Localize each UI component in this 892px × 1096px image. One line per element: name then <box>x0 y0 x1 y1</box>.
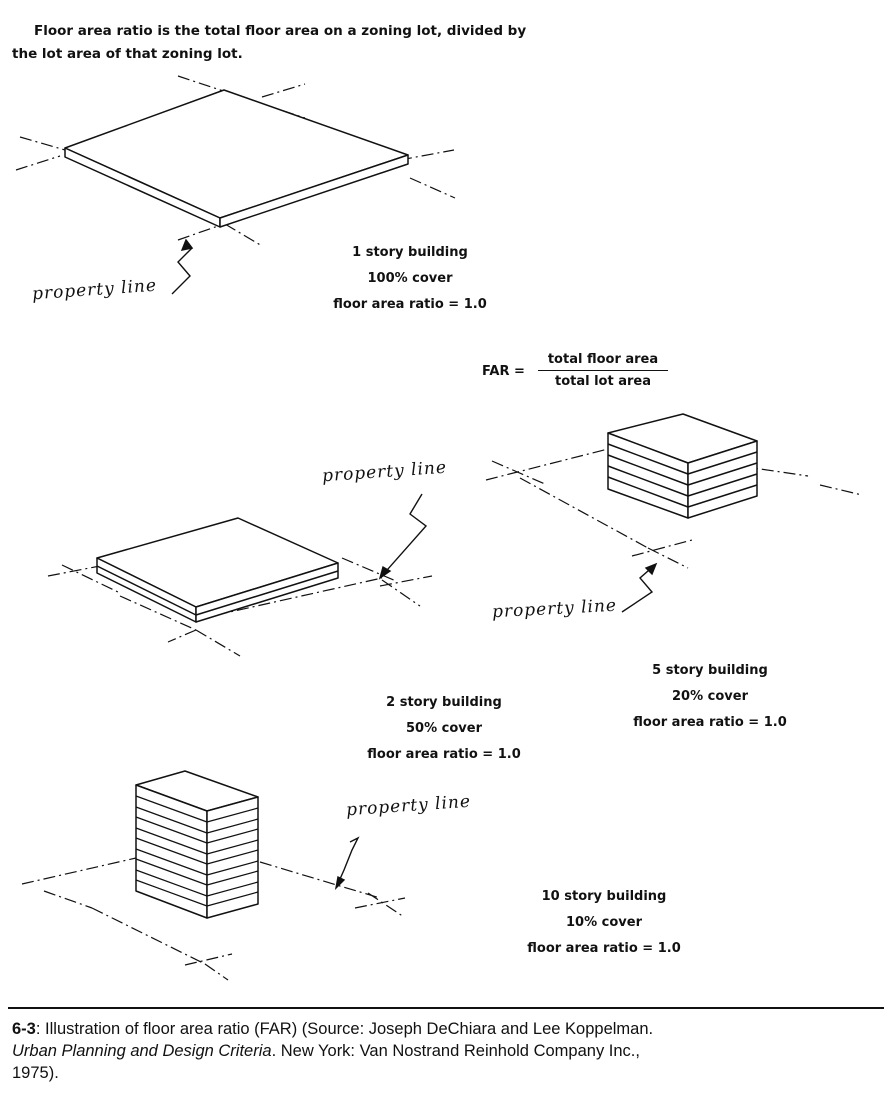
intro-text: Floor area ratio is the total floor area… <box>12 20 612 66</box>
leader-arrow-2 <box>378 493 428 580</box>
example-title: 10 story building <box>541 889 667 904</box>
example-cover: 20% cover <box>672 689 748 704</box>
caption-number: 6-3 <box>12 1020 36 1038</box>
leader-arrow-3 <box>621 562 658 613</box>
diagram-4-property-lines <box>21 857 406 981</box>
caption-divider <box>8 1007 884 1009</box>
formula-fraction: total floor area total lot area <box>538 352 668 389</box>
building-2-story <box>96 517 339 623</box>
building-10-story <box>135 770 259 919</box>
example-ratio: floor area ratio = 1.0 <box>333 297 487 312</box>
diagram-2-property-lines <box>47 557 433 657</box>
caption-book-title: Urban Planning and Design Criteria <box>12 1042 272 1060</box>
example-5-story: 5 story building 20% cover floor area ra… <box>600 658 820 736</box>
caption-text-3: 1975). <box>12 1064 59 1082</box>
formula-numerator: total floor area <box>547 352 659 367</box>
figure-caption: 6-3: Illustration of floor area ratio (F… <box>12 1018 880 1084</box>
intro-line-1: Floor area ratio is the total floor area… <box>34 23 527 39</box>
formula-lhs: FAR = <box>482 364 525 379</box>
example-1-story: 1 story building 100% cover floor area r… <box>300 240 520 318</box>
example-cover: 100% cover <box>367 271 453 286</box>
example-title: 2 story building <box>386 695 502 710</box>
example-cover: 50% cover <box>406 721 482 736</box>
example-title: 1 story building <box>352 245 468 260</box>
formula-denominator: total lot area <box>554 374 651 389</box>
leader-arrow-4 <box>334 836 360 891</box>
example-ratio: floor area ratio = 1.0 <box>633 715 787 730</box>
leader-arrow-1 <box>171 238 194 295</box>
example-cover: 10% cover <box>566 915 642 930</box>
example-2-story: 2 story building 50% cover floor area ra… <box>334 690 554 768</box>
example-title: 5 story building <box>652 663 768 678</box>
caption-text-1: : Illustration of floor area ratio (FAR)… <box>35 1020 654 1038</box>
fraction-bar <box>538 370 668 371</box>
far-diagram <box>15 75 863 981</box>
example-10-story: 10 story building 10% cover floor area r… <box>494 884 714 962</box>
intro-line-2: the lot area of that zoning lot. <box>12 46 243 62</box>
example-ratio: floor area ratio = 1.0 <box>527 941 681 956</box>
building-5-story <box>607 413 758 519</box>
example-ratio: floor area ratio = 1.0 <box>367 747 521 762</box>
building-1-story <box>64 89 409 228</box>
caption-text-2: . New York: Van Nostrand Reinhold Compan… <box>271 1042 640 1060</box>
